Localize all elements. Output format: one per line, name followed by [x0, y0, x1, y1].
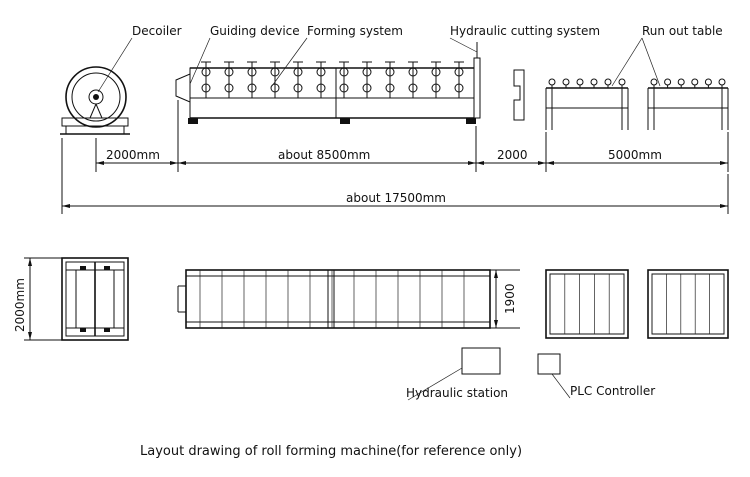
upper-roll	[385, 67, 395, 77]
upper-roll	[454, 67, 464, 77]
lower-roll	[247, 83, 257, 93]
run-out-table-label: Run out table	[642, 24, 723, 38]
table-roller	[664, 78, 672, 86]
table-roller	[576, 78, 584, 86]
lower-roll	[431, 83, 441, 93]
hydraulic-cutting-label: Hydraulic cutting system	[450, 24, 600, 38]
table-roller	[691, 78, 699, 86]
plc-controller-label: PLC Controller	[570, 384, 655, 398]
lower-roll	[316, 83, 326, 93]
drawing-caption: Layout drawing of roll forming machine(f…	[140, 444, 522, 459]
table-1-rollers	[549, 274, 625, 334]
table-roller	[718, 78, 726, 86]
forming-system-label: Forming system	[307, 24, 403, 38]
table-roller	[604, 78, 612, 86]
dimension-total-length: about 17500mm	[346, 191, 446, 205]
table-roller	[618, 78, 626, 86]
table-roller	[704, 78, 712, 86]
decoiler-label: Decoiler	[132, 24, 182, 38]
dimension-cutting-gap: 2000	[497, 148, 528, 162]
dimension-forming-width	[490, 269, 520, 329]
hydraulic-station-box	[461, 347, 501, 375]
cutter-guard	[513, 69, 525, 121]
lower-roll	[201, 83, 211, 93]
table-roller	[548, 78, 556, 86]
run-out-table-plan-2	[647, 269, 729, 339]
dimension-table-length: 5000mm	[608, 148, 662, 162]
table-rollers-1	[548, 78, 626, 88]
decoiler-plan	[61, 257, 129, 341]
upper-roll	[270, 67, 280, 77]
dimension-decoiler-gap: 2000mm	[106, 148, 160, 162]
dimension-row-2	[61, 138, 729, 214]
forming-system-side	[188, 61, 476, 124]
table-roller	[590, 78, 598, 86]
dimension-row-1	[95, 100, 729, 172]
decoiler-side	[60, 66, 130, 135]
upper-roll	[408, 67, 418, 77]
table-roller	[650, 78, 658, 86]
table-rollers-2	[650, 78, 726, 88]
forming-system-plan	[177, 269, 491, 329]
dimension-forming-length: about 8500mm	[278, 148, 370, 162]
leader-lines	[97, 37, 661, 93]
lower-roll	[339, 83, 349, 93]
upper-roll	[431, 67, 441, 77]
run-out-table-2	[647, 78, 729, 130]
upper-roll	[339, 67, 349, 77]
dimension-width	[24, 257, 62, 341]
plan-view: 2000mm	[13, 257, 729, 401]
lower-roll	[293, 83, 303, 93]
side-view: Decoiler Guiding device Forming system H…	[60, 24, 729, 214]
upper-roll	[201, 67, 211, 77]
roller-stations	[201, 61, 464, 98]
upper-roll	[247, 67, 257, 77]
upper-roll	[362, 67, 372, 77]
run-out-table-1	[545, 78, 629, 130]
dimension-width-label: 2000mm	[13, 278, 27, 332]
upper-roll	[293, 67, 303, 77]
guiding-device-label: Guiding device	[210, 24, 300, 38]
upper-roll	[224, 67, 234, 77]
lower-roll	[270, 83, 280, 93]
upper-roll	[316, 67, 326, 77]
table-2-rollers	[651, 274, 725, 334]
table-roller	[562, 78, 570, 86]
lower-roll	[362, 83, 372, 93]
table-roller	[677, 78, 685, 86]
lower-roll	[408, 83, 418, 93]
hydraulic-station-label: Hydraulic station	[406, 386, 508, 400]
dimension-forming-width-label: 1900	[503, 283, 517, 314]
lower-roll	[385, 83, 395, 93]
guiding-device-side	[175, 73, 191, 103]
plan-roller-stations	[199, 270, 465, 328]
lower-roll	[454, 83, 464, 93]
hydraulic-station-leader	[407, 367, 463, 401]
run-out-table-plan-1	[545, 269, 629, 339]
plc-leader	[551, 373, 571, 399]
hydraulic-cutter-side	[473, 42, 481, 119]
plc-controller-box	[537, 353, 561, 375]
lower-roll	[224, 83, 234, 93]
